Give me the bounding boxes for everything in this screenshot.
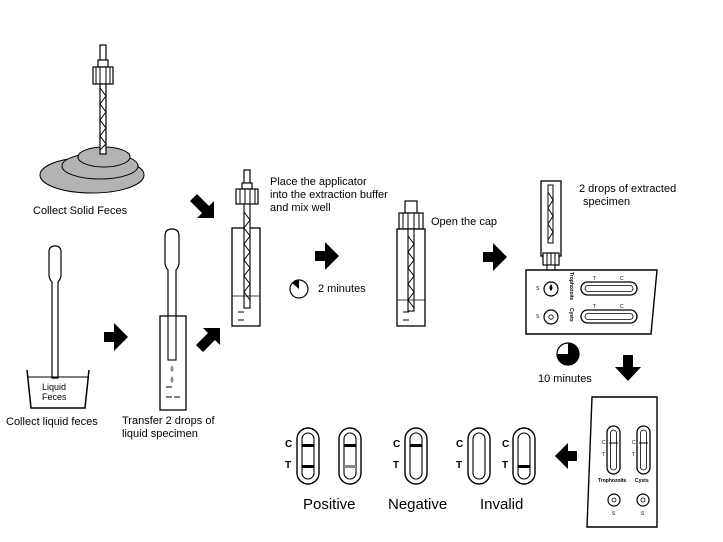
control-line-label: C (620, 276, 624, 282)
result-strip-invalid-2 (512, 427, 536, 485)
sample-well-label: S (536, 314, 540, 320)
step-open-cap-label: Open the cap (431, 216, 498, 228)
step-drops-label-2: specimen (583, 196, 631, 208)
test-line-label: T (632, 452, 636, 458)
test-cassette-vertical (586, 396, 658, 528)
dropper-tube-icon (540, 180, 562, 271)
applicator-icon (92, 44, 114, 155)
timer-icon (556, 342, 580, 366)
result-c-label: C (393, 439, 401, 450)
arrow-right-icon (315, 242, 339, 270)
cysts-label: Cysts (568, 308, 574, 322)
result-t-label: T (285, 460, 292, 471)
test-line-label: T (593, 276, 597, 282)
applicator-in-tube-icon (231, 169, 261, 327)
result-t-label: T (393, 460, 400, 471)
result-strip-invalid-1 (467, 427, 491, 485)
beaker-label-2: Feces (42, 392, 67, 402)
trophozoite-label: Trophozoite (568, 272, 574, 301)
arrow-left-icon (555, 443, 577, 469)
arrow-right-icon (104, 323, 128, 351)
result-t-label: T (456, 460, 463, 471)
result-strip-positive-2 (338, 427, 362, 485)
result-c-label: C (456, 439, 464, 450)
arrow-diagonal-icon (196, 328, 220, 352)
wait-10-minutes-label: 10 minutes (538, 373, 592, 385)
beaker-icon (26, 369, 90, 409)
step-applicator-label-2: into the extraction buffer (270, 189, 388, 201)
step-solid-label: Collect Solid Feces (33, 205, 128, 217)
result-strip-positive-1 (296, 427, 320, 485)
step-transfer-label-1: Transfer 2 drops of (122, 415, 215, 427)
result-positive-label: Positive (303, 496, 356, 513)
sample-well-label: S (536, 286, 540, 292)
step-applicator-label-1: Place the applicator (270, 176, 367, 188)
buffer-tube-icon (159, 315, 187, 411)
cysts-label: Cysts (635, 478, 649, 484)
arrow-diagonal-icon (190, 194, 214, 218)
open-cap-tube-icon (396, 200, 426, 327)
result-invalid-label: Invalid (480, 496, 524, 513)
test-line-label: T (593, 304, 597, 310)
timer-icon (289, 279, 309, 299)
arrow-right-icon (483, 243, 507, 271)
control-line-label: C (620, 304, 624, 310)
step-liquid-label: Collect liquid feces (6, 416, 98, 428)
sample-well-label: S (612, 511, 616, 517)
test-line-label: T (602, 452, 606, 458)
step-applicator-label-3: and mix well (270, 202, 331, 214)
result-c-label: C (502, 439, 510, 450)
control-line-label: C (632, 440, 636, 446)
result-negative-label: Negative (388, 496, 448, 513)
result-strip-negative (404, 427, 428, 485)
beaker-label-1: Liquid (42, 382, 67, 392)
arrow-down-icon (615, 355, 641, 381)
step-drops-label-1: 2 drops of extracted (579, 183, 677, 195)
test-cassette-horizontal (525, 269, 658, 335)
solid-feces-illustration (39, 146, 145, 194)
control-line-label: C (602, 440, 606, 446)
step-transfer-label-2: liquid specimen (122, 428, 198, 440)
trophozoite-label: Trophozoite (598, 478, 627, 484)
wait-2-minutes-label: 2 minutes (318, 283, 366, 295)
sample-well-label: S (641, 511, 645, 517)
pipette-icon (48, 245, 62, 379)
result-t-label: T (502, 460, 509, 471)
result-c-label: C (285, 439, 293, 450)
